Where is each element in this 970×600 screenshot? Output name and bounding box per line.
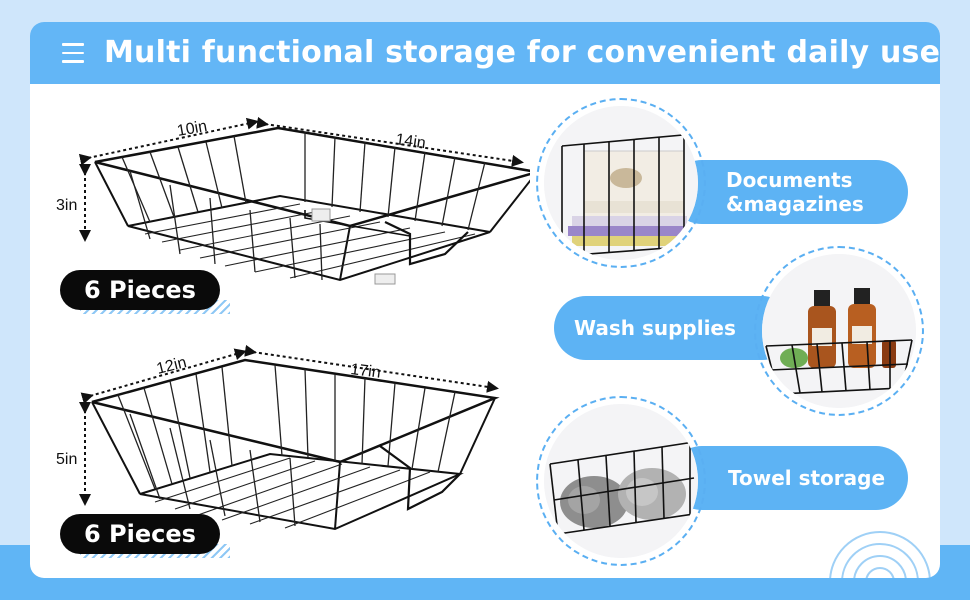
documents-basket-photo [544,106,698,260]
documents-circle [536,98,706,268]
documents-label-line1: Documents [726,168,853,192]
documents-label-pill: Documents &magazines [670,160,908,224]
width-dimension-label: 12in [155,354,188,378]
height-dimension-label: 3in [56,197,77,214]
small-basket-illustration: 10in 14in 3in [56,116,530,285]
page-title: Multi functional storage for convenient … [104,35,940,70]
towel-storage-circle [536,396,706,566]
pieces-badge: 6 Pieces [60,270,220,310]
width-dimension-label: 10in [176,118,209,140]
header-bar: Multi functional storage for convenient … [30,22,940,84]
wash-supplies-circle [754,246,924,416]
info-card: Multi functional storage for convenient … [30,22,940,578]
height-dimension-label: 5in [56,451,77,468]
wash-supplies-basket-photo [762,254,916,408]
menu-icon[interactable] [62,43,84,63]
large-basket-illustration: 12in 17in 5in [56,344,500,531]
towel-storage-label-pill: Towel storage [670,446,908,510]
wash-supplies-label: Wash supplies [574,316,736,340]
documents-label-line2: &magazines [726,192,864,216]
decorative-arcs [829,531,931,578]
towel-basket-photo [544,404,698,558]
length-dimension-label: 17in [350,361,382,382]
towel-storage-label: Towel storage [728,466,886,490]
length-dimension-label: 14in [394,131,426,152]
pieces-badge: 6 Pieces [60,514,220,554]
